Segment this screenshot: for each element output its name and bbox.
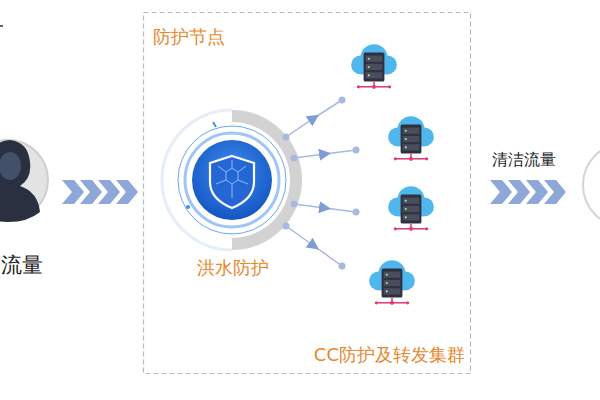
node-label: CC防护及转发集群 [314,344,465,366]
flood-protection: 洪水防护 [160,107,305,279]
node-label: 流量 [1,253,43,278]
node-label: 洪水防护 [160,257,305,279]
cc-cluster: CC防护及转发集群 [275,40,469,370]
node-label: 防护节点 [153,26,225,48]
flow-label: 清洁流量 [492,150,556,169]
traffic-source: 流量 [0,140,62,280]
protection-node: 防护节点洪水防护 CC防护及转发集群 [143,12,471,374]
